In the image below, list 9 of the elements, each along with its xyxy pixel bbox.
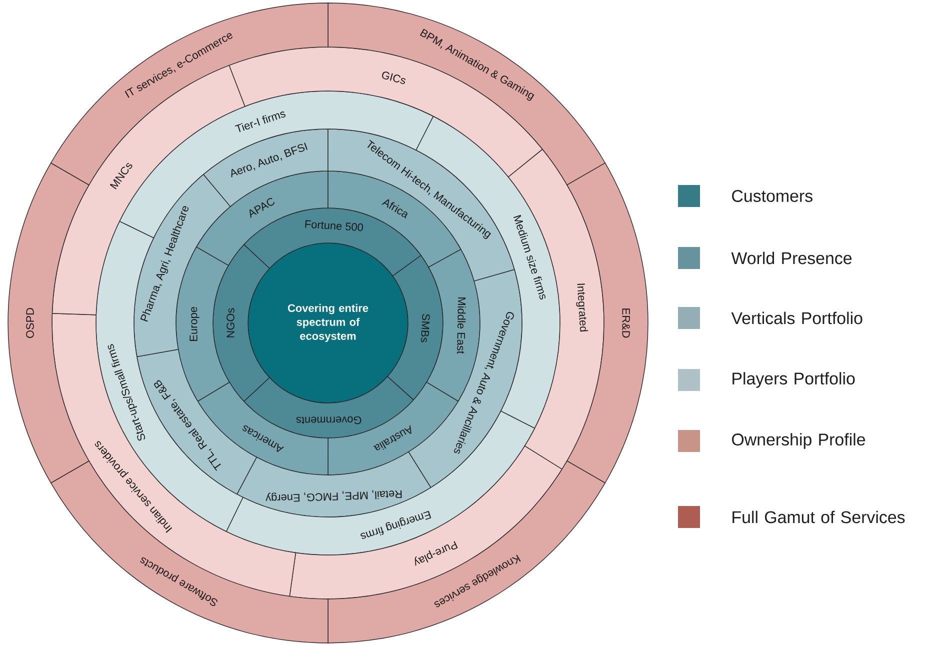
legend-label: Verticals Portfolio <box>731 312 862 324</box>
ring-segment: OSPD <box>8 162 90 484</box>
legend-label: Customers <box>732 190 812 202</box>
legend-label: World Presence <box>731 252 852 264</box>
legend-label: Players Portfolio <box>732 372 855 388</box>
legend-label: Ownership Profile <box>732 433 866 449</box>
ring-segment: NGOs <box>212 244 270 402</box>
legend-label: Full Gamut of Services <box>732 510 905 524</box>
ring-segment: SMBs <box>387 255 444 400</box>
